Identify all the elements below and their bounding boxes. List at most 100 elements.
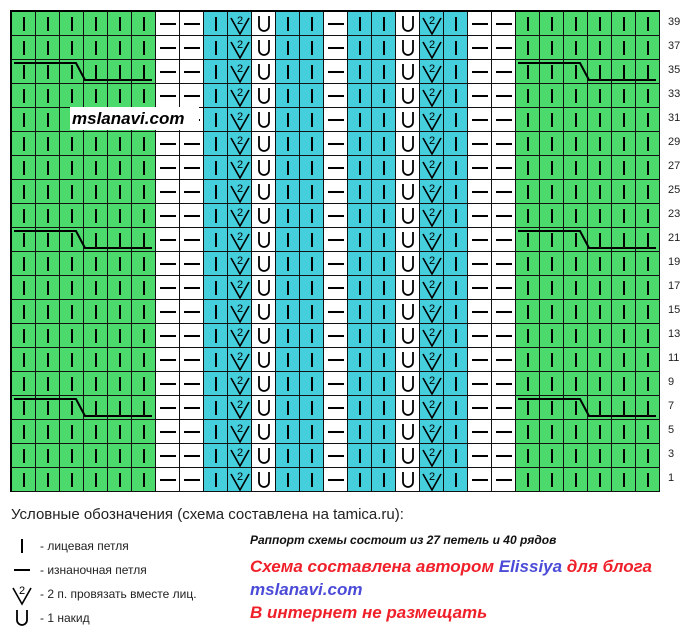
chart-cell <box>372 84 396 108</box>
chart-cell <box>84 348 108 372</box>
chart-cell <box>276 156 300 180</box>
chart-cell <box>396 372 420 396</box>
knit-stitch-icon <box>95 257 97 271</box>
knit-stitch-icon <box>551 305 553 319</box>
k2tog-icon: 2 <box>422 87 442 108</box>
knit-stitch-icon <box>23 65 25 79</box>
svg-text:2: 2 <box>19 585 25 597</box>
chart-cell <box>60 276 84 300</box>
chart-cell <box>60 36 84 60</box>
chart-cell <box>276 444 300 468</box>
svg-text:2: 2 <box>237 87 243 99</box>
knit-stitch-icon <box>527 137 529 151</box>
knit-stitch-icon <box>215 353 217 367</box>
chart-cell <box>276 36 300 60</box>
chart-cell <box>108 36 132 60</box>
knit-stitch-icon <box>47 209 49 223</box>
chart-cell: 2 <box>420 228 444 252</box>
purl-stitch-icon <box>496 239 512 241</box>
purl-stitch-icon <box>160 407 176 409</box>
chart-cell <box>588 372 612 396</box>
knit-stitch-icon <box>359 209 361 223</box>
chart-cell: 2 <box>228 108 252 132</box>
purl-stitch-icon <box>328 47 344 49</box>
chart-cell <box>156 12 180 36</box>
chart-cell <box>132 204 156 228</box>
knit-stitch-icon <box>623 425 625 439</box>
row-number: 11 <box>668 352 680 364</box>
chart-cell <box>84 300 108 324</box>
chart-cell <box>12 12 36 36</box>
k2tog-icon: 2 <box>230 423 250 444</box>
chart-cell <box>252 36 276 60</box>
knit-stitch-icon <box>71 281 73 295</box>
chart-cell <box>324 156 348 180</box>
yarn-over-icon <box>402 88 414 104</box>
chart-cell <box>372 348 396 372</box>
knit-stitch-icon <box>143 41 145 55</box>
chart-cell <box>396 300 420 324</box>
chart-cell <box>108 420 132 444</box>
knit-stitch-icon <box>47 89 49 103</box>
knit-stitch-icon <box>623 233 625 247</box>
chart-cell <box>36 132 60 156</box>
svg-text:2: 2 <box>237 471 243 483</box>
chart-cell <box>636 180 660 204</box>
knit-stitch-icon <box>383 137 385 151</box>
knit-stitch-icon <box>551 89 553 103</box>
knit-stitch-icon <box>647 209 649 223</box>
knit-stitch-icon <box>71 233 73 247</box>
knit-stitch-icon <box>119 353 121 367</box>
chart-cell: 2 <box>420 300 444 324</box>
knit-stitch-icon <box>575 89 577 103</box>
chart-cell <box>180 444 204 468</box>
knit-stitch-icon <box>71 65 73 79</box>
knit-stitch-icon <box>551 281 553 295</box>
chart-cell <box>516 468 540 492</box>
knit-stitch-icon <box>551 137 553 151</box>
svg-text:2: 2 <box>237 111 243 123</box>
knit-stitch-icon <box>455 377 457 391</box>
chart-cell <box>468 108 492 132</box>
yarn-over-icon <box>258 64 270 80</box>
chart-cell: 2 <box>420 84 444 108</box>
chart-cell <box>204 420 228 444</box>
knit-stitch-icon <box>623 257 625 271</box>
knit-stitch-icon <box>599 305 601 319</box>
purl-stitch-icon <box>472 287 488 289</box>
row-number: 17 <box>668 280 681 292</box>
chart-cell <box>588 252 612 276</box>
chart-cell <box>636 36 660 60</box>
chart-cell <box>396 132 420 156</box>
knit-stitch-icon <box>215 425 217 439</box>
yarn-over-icon <box>402 64 414 80</box>
chart-cell <box>156 204 180 228</box>
chart-cell: 2 <box>228 276 252 300</box>
purl-stitch-icon <box>496 167 512 169</box>
knit-stitch-icon <box>599 377 601 391</box>
chart-cell: 2 <box>420 108 444 132</box>
author-name: Elissiya <box>498 557 563 576</box>
chart-cell: 2 <box>228 60 252 84</box>
purl-stitch-icon <box>328 431 344 433</box>
purl-stitch-icon <box>472 215 488 217</box>
knit-stitch-icon <box>575 329 577 343</box>
knit-stitch-icon <box>623 401 625 415</box>
chart-cell <box>564 300 588 324</box>
legend-title: Условные обозначения (схема составлена н… <box>11 506 404 523</box>
knit-stitch-icon <box>647 473 649 487</box>
knit-stitch-icon <box>623 113 625 127</box>
chart-cell <box>468 396 492 420</box>
yarn-over-icon <box>258 88 270 104</box>
chart-cell <box>588 420 612 444</box>
purl-stitch-icon <box>160 455 176 457</box>
purl-stitch-icon <box>328 95 344 97</box>
chart-cell <box>468 84 492 108</box>
knit-stitch-icon <box>599 113 601 127</box>
chart-cell <box>60 180 84 204</box>
chart-cell <box>204 372 228 396</box>
chart-cell <box>276 132 300 156</box>
knit-stitch-icon <box>575 233 577 247</box>
chart-cell <box>612 180 636 204</box>
chart-cell <box>348 228 372 252</box>
